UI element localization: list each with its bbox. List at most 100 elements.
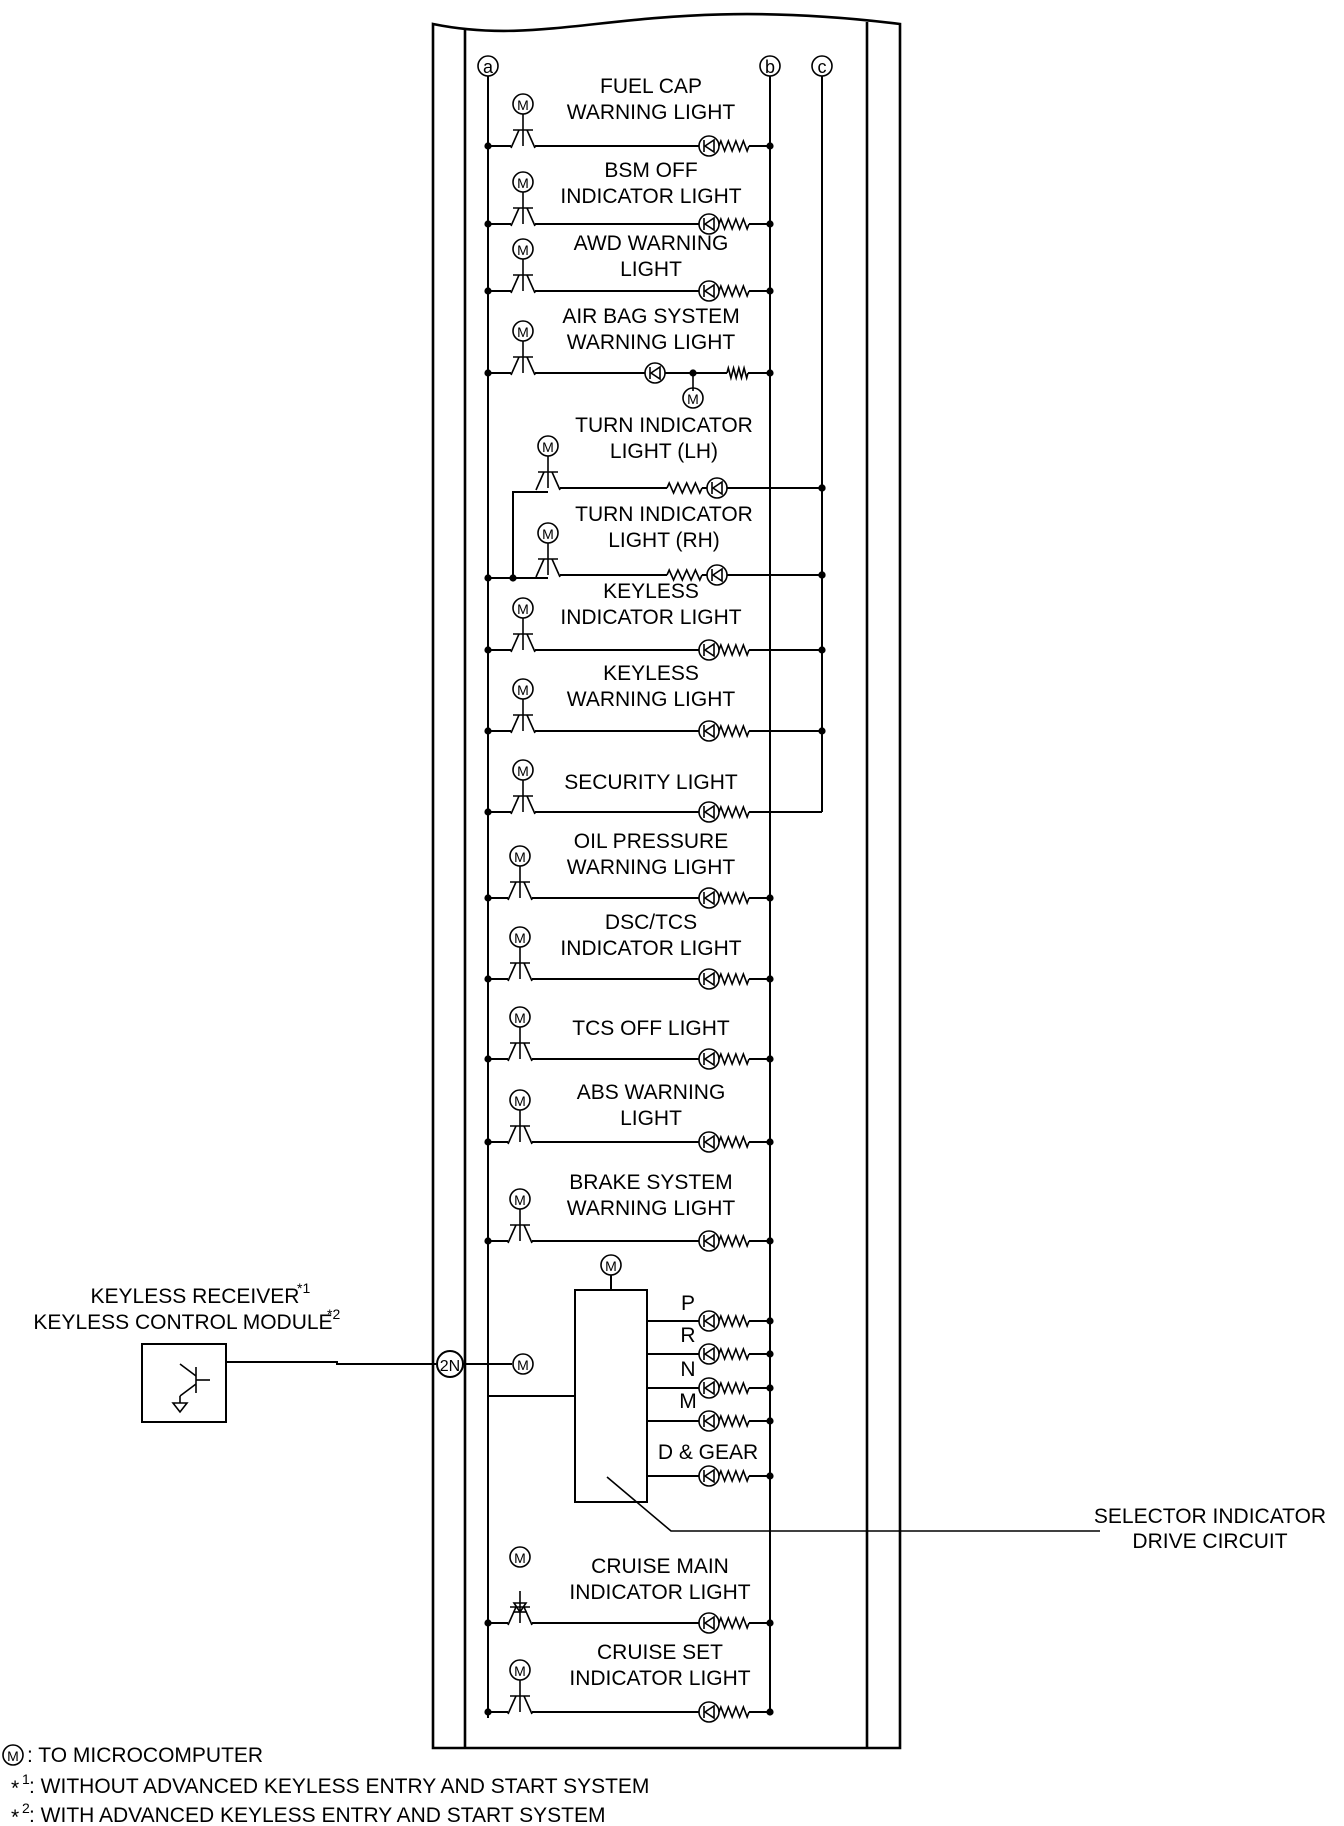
light-label-0-line1: FUEL CAP: [600, 75, 702, 98]
light-resistor-2: [718, 283, 750, 299]
junction-dot: [766, 142, 774, 150]
light-label-14-line2: INDICATOR LIGHT: [569, 1581, 750, 1604]
light-micro-symbol-7: M: [512, 678, 534, 700]
light-label-4-line2: LIGHT (LH): [610, 440, 718, 463]
selector-position-label-1: R: [680, 1324, 695, 1347]
legend-note2-sup: 2: [22, 1800, 30, 1816]
airbag-micro-symbol: M: [682, 387, 704, 409]
light-lamp-13: [698, 1230, 720, 1252]
junction-dot: [484, 727, 492, 735]
light-lamp-11: [698, 1048, 720, 1070]
selector-resistor-4: [718, 1468, 750, 1484]
light-lamp-8: [698, 801, 720, 823]
selector-resistor-3: [718, 1413, 750, 1429]
light-resistor-4: [666, 481, 703, 495]
light-micro-symbol-6-label: M: [517, 601, 529, 617]
legend: M : TO MICROCOMPUTER * 1 : WITHOUT ADVAN…: [2, 1744, 649, 1826]
junction-dot: [766, 220, 774, 228]
light-label-0-line2: WARNING LIGHT: [567, 101, 736, 124]
light-micro-symbol-8: M: [512, 759, 534, 781]
light-micro-symbol-15: M: [509, 1659, 531, 1681]
junction-dot: [766, 1619, 774, 1627]
keyless-module-line1: KEYLESS RECEIVER: [91, 1285, 300, 1308]
light-lamp-1: [698, 213, 720, 235]
light-micro-symbol-10: M: [509, 926, 531, 948]
light-label-9-line2: WARNING LIGHT: [567, 856, 736, 879]
selector-position-1: R: [647, 1324, 774, 1365]
light-label-15-line1: CRUISE SET: [597, 1641, 723, 1664]
light-micro-symbol-4: M: [537, 435, 559, 457]
selector-position-2: N: [647, 1358, 774, 1399]
selector-position-4: D & GEAR: [647, 1441, 774, 1487]
light-lamp-9: [698, 887, 720, 909]
light-resistor-10: [718, 971, 750, 987]
light-micro-symbol-3-label: M: [517, 324, 529, 340]
selector-resistor-0: [718, 1313, 750, 1329]
light-micro-symbol-7-label: M: [517, 682, 529, 698]
light-label-13-line1: BRAKE SYSTEM: [569, 1171, 732, 1194]
junction-dot: [766, 1138, 774, 1146]
junction-dot: [766, 975, 774, 983]
selector-position-label-3: M: [679, 1390, 697, 1413]
light-lamp-14: [698, 1612, 720, 1634]
light-circuit-0: M FUEL CAP WARNING LIGHT: [484, 75, 774, 157]
legend-note1-mark: *: [11, 1777, 19, 1800]
junction-dot: [766, 1417, 774, 1425]
light-micro-symbol-8-label: M: [517, 763, 529, 779]
junction-dot: [766, 1055, 774, 1063]
terminal-c: c: [811, 55, 833, 77]
light-lamp-2: [698, 280, 720, 302]
keyless-module-line2-sup: *2: [327, 1306, 340, 1322]
light-resistor-12: [718, 1134, 750, 1150]
light-micro-symbol-0-label: M: [517, 97, 529, 113]
junction-dot: [484, 369, 492, 377]
selector-lamp-2: [698, 1377, 720, 1399]
junction-dot: [484, 220, 492, 228]
legend-micro-symbol: M: [2, 1744, 24, 1766]
light-label-6-line1: KEYLESS: [603, 580, 699, 603]
selector-lamp-1: [698, 1343, 720, 1365]
selector-lamp-4: [698, 1465, 720, 1487]
light-label-5-line2: LIGHT (RH): [608, 529, 720, 552]
junction-dot: [484, 646, 492, 654]
junction-dot: [766, 287, 774, 295]
light-label-1-line1: BSM OFF: [604, 159, 697, 182]
terminal-a-label: a: [483, 57, 494, 77]
light-resistor-14: [718, 1615, 750, 1631]
light-lamp-12: [698, 1131, 720, 1153]
light-label-1-line2: INDICATOR LIGHT: [560, 185, 741, 208]
light-label-5-line1: TURN INDICATOR: [575, 503, 753, 526]
junction-dot: [766, 1317, 774, 1325]
light-label-12-line2: LIGHT: [620, 1107, 682, 1130]
terminal-b-label: b: [765, 57, 775, 77]
legend-micro-text: : TO MICROCOMPUTER: [27, 1744, 263, 1767]
junction-dot: [484, 574, 492, 582]
light-label-12-line1: ABS WARNING: [577, 1081, 726, 1104]
light-lamp-5: [706, 564, 728, 586]
light-resistor-0: [718, 138, 750, 154]
light-resistor-3: [726, 364, 749, 382]
light-resistor-1: [718, 216, 750, 232]
selector-resistor-1: [718, 1346, 750, 1362]
junction-dot: [766, 1472, 774, 1480]
light-micro-symbol-1-label: M: [517, 175, 529, 191]
selector-position-3: M: [647, 1390, 774, 1432]
selector-resistor-2: [718, 1380, 750, 1396]
legend-note2-text: : WITH ADVANCED KEYLESS ENTRY AND START …: [29, 1804, 605, 1826]
junction-dot: [484, 142, 492, 150]
keyless-transistor-symbol: [171, 1363, 210, 1414]
junction-dot: [509, 574, 517, 582]
light-lamp-0: [698, 135, 720, 157]
light-circuits: M FUEL CAP WARNING LIGHT M BSM OFF INDICATOR …: [484, 75, 826, 1723]
light-label-3-line2: WARNING LIGHT: [567, 331, 736, 354]
junction-dot: [484, 894, 492, 902]
